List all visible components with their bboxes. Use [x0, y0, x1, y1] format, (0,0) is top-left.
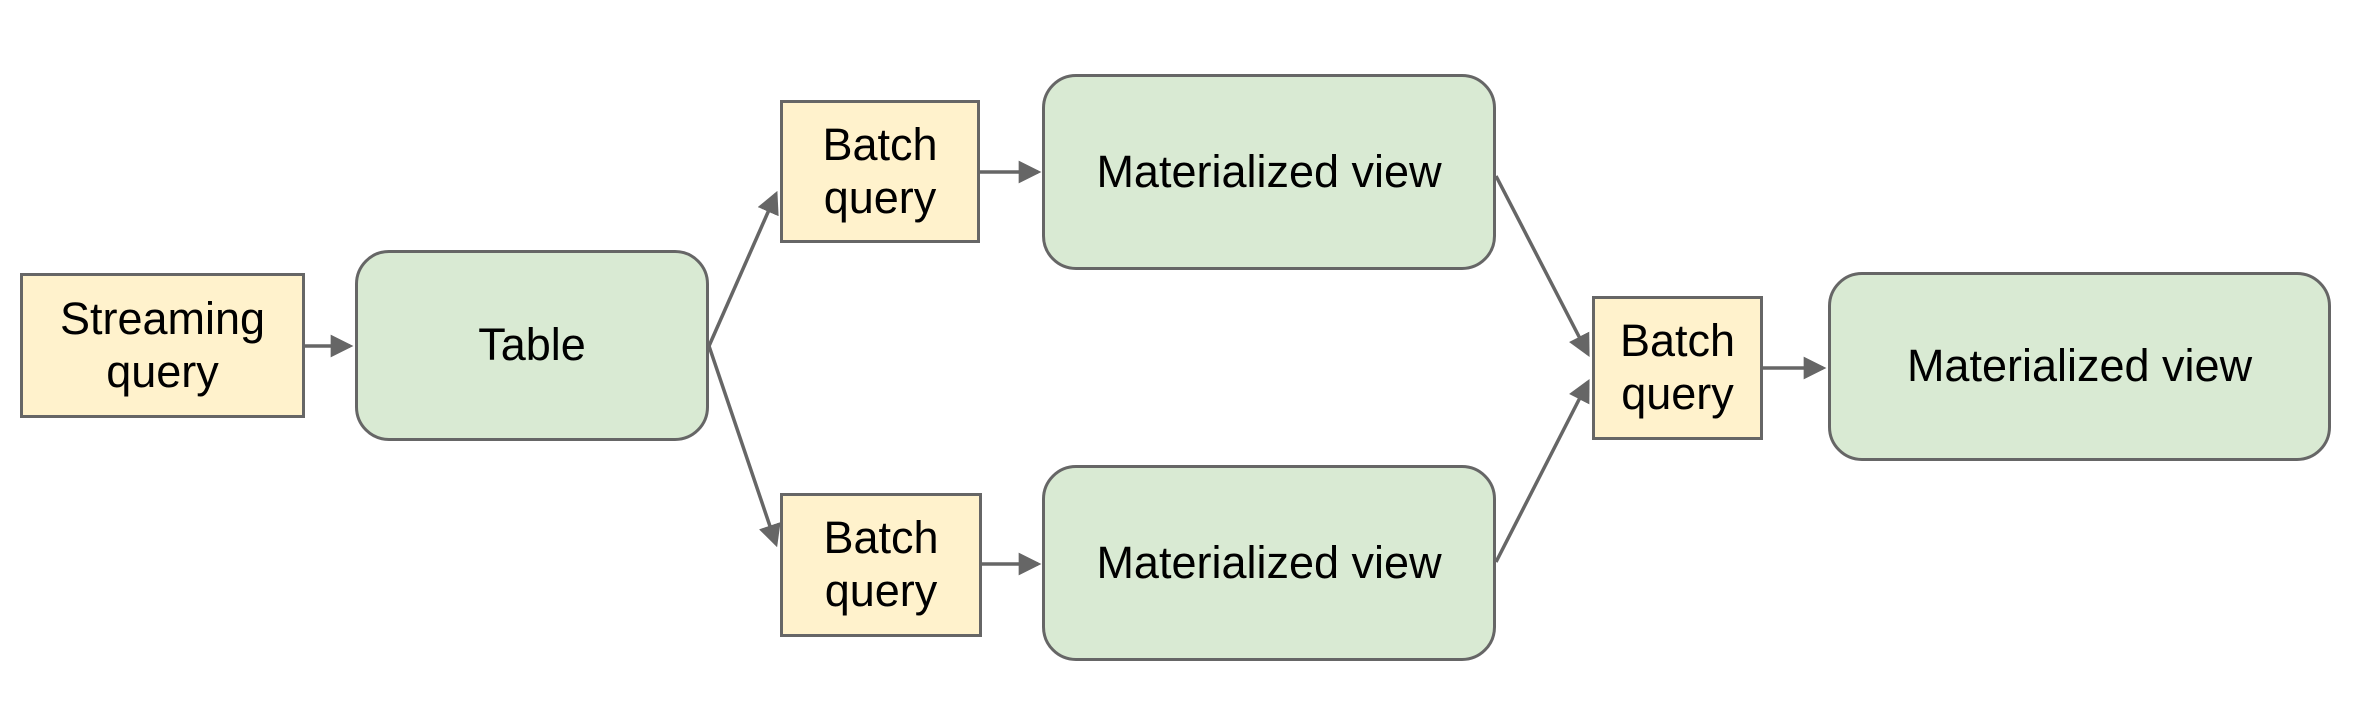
node-materialized-view-top[interactable]: Materialized view — [1042, 74, 1496, 270]
node-batch-query-final[interactable]: Batch query — [1592, 296, 1763, 440]
node-materialized-view-bottom[interactable]: Materialized view — [1042, 465, 1496, 661]
node-batch-query-bottom-label: Batch query — [823, 512, 939, 616]
node-materialized-view-bottom-label: Materialized view — [1096, 536, 1442, 588]
node-batch-query-bottom[interactable]: Batch query — [780, 493, 982, 637]
connector-mv-bottom-to-batch-final — [1494, 378, 1590, 563]
connector-mv-top-to-batch-final — [1494, 175, 1590, 358]
connector-table-to-batch-top — [707, 190, 779, 347]
node-materialized-view-final[interactable]: Materialized view — [1828, 272, 2331, 461]
node-streaming-query[interactable]: Streaming query — [20, 273, 305, 418]
node-streaming-query-label: Streaming query — [59, 292, 266, 397]
node-materialized-view-top-label: Materialized view — [1096, 145, 1442, 197]
node-table-label: Table — [478, 319, 586, 371]
connector-table-to-batch-bottom — [707, 345, 781, 548]
node-batch-query-top-label: Batch query — [822, 118, 938, 223]
node-batch-query-final-label: Batch query — [1619, 315, 1736, 419]
node-table[interactable]: Table — [355, 250, 709, 441]
node-batch-query-top[interactable]: Batch query — [780, 100, 980, 243]
node-materialized-view-final-label: Materialized view — [1906, 340, 2253, 392]
